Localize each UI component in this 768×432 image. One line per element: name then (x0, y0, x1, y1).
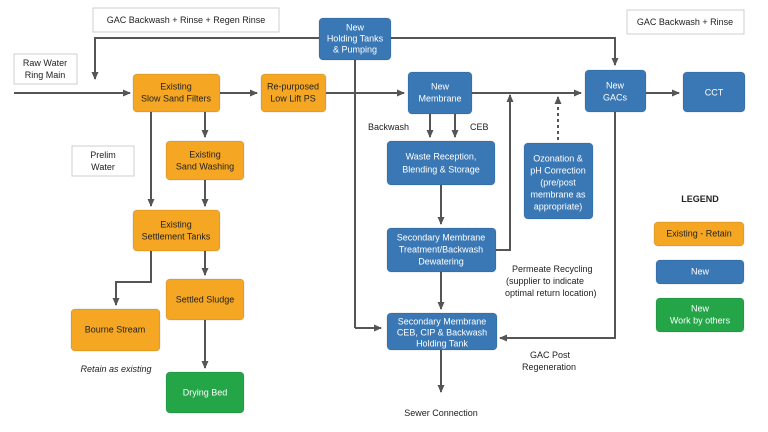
svg-text:(pre/post: (pre/post (540, 177, 576, 187)
note-prelim-water: Prelim Water (71, 145, 135, 177)
edge-holding-to-gacs (391, 37, 619, 66)
edge-permeate-recycle (496, 94, 514, 251)
node-holding-tanks: New Holding Tanks & Pumping (318, 17, 392, 61)
legend-existing: Existing - Retain (653, 221, 745, 247)
svg-text:New: New (691, 303, 710, 313)
svg-text:New: New (606, 80, 625, 90)
svg-text:Permeate Recycling: Permeate Recycling (512, 264, 593, 274)
node-waste-reception: Waste Reception, Blending & Storage (386, 140, 496, 186)
svg-text:optimal return location): optimal return location) (505, 288, 597, 298)
svg-text:Existing - Retain: Existing - Retain (666, 228, 732, 238)
svg-text:Blending & Storage: Blending & Storage (402, 164, 480, 174)
svg-text:(supplier to indicate: (supplier to indicate (506, 276, 584, 286)
node-drying-bed: Drying Bed (165, 371, 245, 414)
legend-new-by-others: New Work by others (655, 297, 745, 333)
svg-text:Holding Tank: Holding Tank (416, 338, 468, 348)
svg-text:Sand Washing: Sand Washing (176, 161, 234, 171)
svg-text:Ozonation &: Ozonation & (533, 153, 583, 163)
svg-text:Membrane: Membrane (418, 93, 461, 103)
svg-text:Raw Water: Raw Water (23, 58, 67, 68)
svg-text:Existing: Existing (160, 81, 192, 91)
svg-text:& Pumping: & Pumping (333, 44, 377, 54)
svg-text:GACs: GACs (603, 92, 628, 102)
note-raw-water: Raw Water Ring Main (13, 53, 78, 85)
svg-text:Existing: Existing (160, 219, 192, 229)
svg-text:membrane as: membrane as (530, 189, 586, 199)
svg-text:Settlement Tanks: Settlement Tanks (142, 231, 211, 241)
label-retain-as-existing: Retain as existing (80, 364, 151, 374)
svg-text:Existing: Existing (189, 149, 221, 159)
svg-text:Waste Reception,: Waste Reception, (406, 151, 477, 161)
edges (14, 37, 680, 393)
svg-text:Regeneration: Regeneration (522, 362, 576, 372)
node-membrane: New Membrane (407, 71, 473, 115)
node-slow-sand-filters: Existing Slow Sand Filters (132, 73, 221, 113)
svg-text:Work by others: Work by others (670, 315, 731, 325)
svg-text:Re-purposed: Re-purposed (267, 81, 319, 91)
node-ozonation: Ozonation & pH Correction (pre/post memb… (523, 142, 594, 220)
node-bourne-stream: Bourne Stream (70, 308, 161, 352)
svg-text:Holding Tanks: Holding Tanks (327, 33, 384, 43)
svg-text:New: New (691, 266, 710, 276)
svg-text:Water: Water (91, 162, 115, 172)
svg-text:GAC Backwash + Rinse + Regen R: GAC Backwash + Rinse + Regen Rinse (107, 15, 266, 25)
node-cct: CCT (682, 71, 746, 113)
edge-holding-to-slow-sand (91, 37, 319, 80)
node-sand-washing: Existing Sand Washing (165, 140, 245, 181)
legend-title: LEGEND (681, 194, 719, 204)
node-settled-sludge: Settled Sludge (165, 278, 245, 321)
svg-text:Secondary Membrane: Secondary Membrane (398, 316, 487, 326)
svg-text:GAC Backwash + Rinse: GAC Backwash + Rinse (637, 17, 733, 27)
label-sewer-connection: Sewer Connection (404, 408, 478, 418)
svg-text:Settled Sludge: Settled Sludge (176, 294, 235, 304)
svg-text:Prelim: Prelim (90, 150, 116, 160)
node-sec-membrane-ceb: Secondary Membrane CEB, CIP & Backwash H… (386, 312, 498, 351)
legend-new: New (655, 259, 745, 285)
svg-text:pH Correction: pH Correction (530, 165, 586, 175)
svg-text:appropriate): appropriate) (534, 201, 583, 211)
node-settlement-tanks: Existing Settlement Tanks (132, 209, 221, 252)
node-sec-membrane-treatment: Secondary Membrane Treatment/Backwash De… (386, 227, 497, 273)
svg-text:Secondary Membrane: Secondary Membrane (397, 232, 486, 242)
label-permeate-recycling: Permeate Recycling (supplier to indicate… (505, 264, 597, 298)
svg-text:Dewatering: Dewatering (418, 256, 464, 266)
note-gac-backwash-regen: GAC Backwash + Rinse + Regen Rinse (92, 7, 280, 33)
svg-text:Ring Main: Ring Main (25, 70, 66, 80)
svg-text:Treatment/Backwash: Treatment/Backwash (399, 244, 483, 254)
label-ceb: CEB (470, 122, 489, 132)
legend: LEGEND Existing - Retain New New Work by… (653, 194, 745, 333)
label-backwash: Backwash (368, 122, 409, 132)
edge-settlement-to-bourne (112, 251, 152, 306)
node-gacs: New GACs (584, 69, 647, 113)
note-gac-backwash: GAC Backwash + Rinse (626, 9, 745, 35)
edge-gacs-to-sec-ceb (499, 112, 616, 342)
svg-text:CEB, CIP & Backwash: CEB, CIP & Backwash (397, 327, 487, 337)
svg-text:GAC Post: GAC Post (530, 350, 571, 360)
svg-text:CCT: CCT (705, 87, 724, 97)
svg-text:Slow Sand Filters: Slow Sand Filters (141, 93, 212, 103)
svg-text:Drying Bed: Drying Bed (183, 387, 228, 397)
svg-text:Low Lift PS: Low Lift PS (270, 93, 316, 103)
node-low-lift-ps: Re-purposed Low Lift PS (260, 73, 327, 113)
label-gac-post-regeneration: GAC Post Regeneration (522, 350, 576, 372)
svg-text:New: New (346, 22, 365, 32)
svg-text:New: New (431, 81, 450, 91)
svg-text:Bourne Stream: Bourne Stream (85, 324, 146, 334)
